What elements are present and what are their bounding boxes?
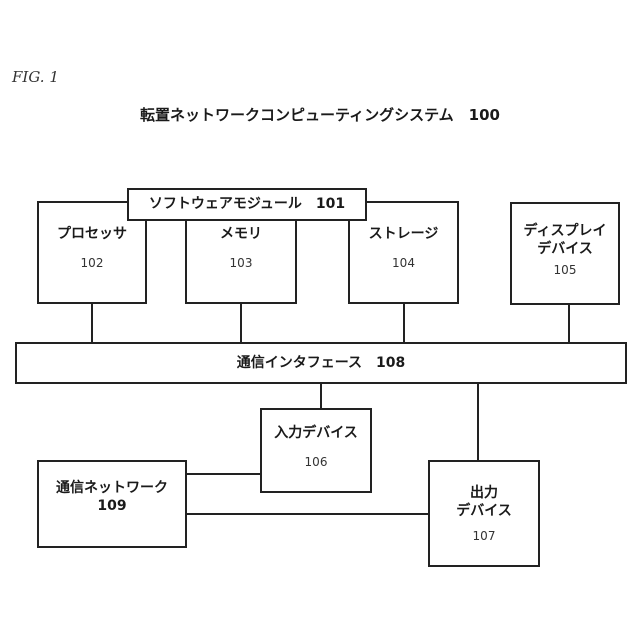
input-device-label: 入力デバイス: [262, 424, 370, 442]
software-module-box: ソフトウェアモジュール 101: [127, 188, 367, 221]
output-device-label: 出力 デバイス: [430, 484, 538, 520]
network-output-connector: [185, 513, 430, 515]
network-box: 通信ネットワーク 109: [37, 460, 187, 548]
memory-number: 103: [187, 255, 295, 271]
display-device-label: ディスプレイ デバイス: [512, 222, 618, 258]
storage-bus-connector: [403, 302, 405, 344]
input-bus-connector: [320, 382, 322, 410]
memory-bus-connector: [240, 302, 242, 344]
output-bus-connector: [477, 382, 479, 462]
network-label: 通信ネットワーク: [39, 479, 185, 497]
display-device-number: 105: [512, 262, 618, 278]
display-device-box: ディスプレイ デバイス 105: [510, 202, 620, 305]
storage-number: 104: [350, 255, 457, 271]
output-device-box: 出力 デバイス 107: [428, 460, 540, 567]
processor-label: プロセッサ: [39, 225, 145, 243]
output-device-number: 107: [430, 528, 538, 544]
processor-bus-connector: [91, 302, 93, 344]
input-device-number: 106: [262, 454, 370, 470]
storage-label: ストレージ: [350, 225, 457, 243]
communication-interface-bus: 通信インタフェース 108: [15, 342, 627, 384]
input-device-box: 入力デバイス 106: [260, 408, 372, 493]
diagram-title: 転置ネットワークコンピューティングシステム 100: [0, 104, 640, 125]
memory-label: メモリ: [187, 225, 295, 243]
figure-label: FIG. 1: [12, 68, 59, 86]
processor-number: 102: [39, 255, 145, 271]
display-bus-connector: [568, 304, 570, 344]
network-input-connector: [185, 473, 262, 475]
network-number: 109: [39, 497, 185, 515]
